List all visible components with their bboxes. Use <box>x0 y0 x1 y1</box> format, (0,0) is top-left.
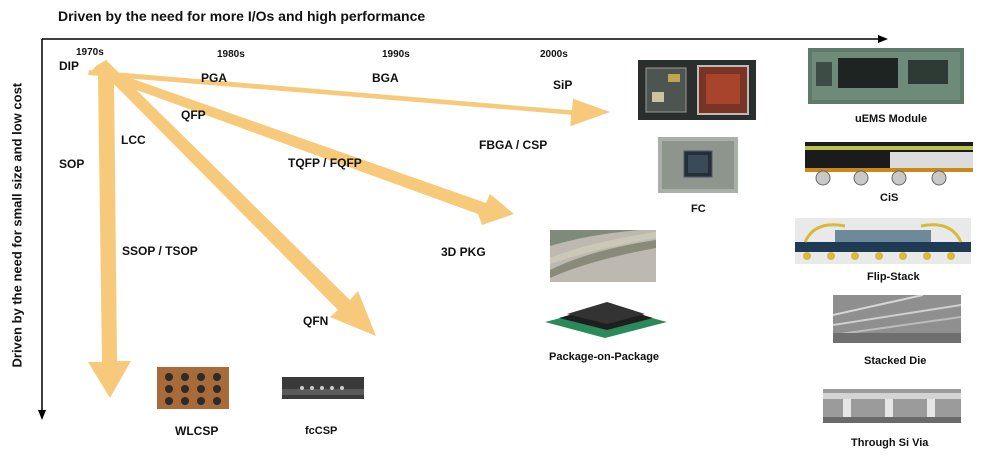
decade-2000s: 2000s <box>540 49 568 60</box>
label-fccsp: fcCSP <box>305 425 338 437</box>
pop-photo <box>545 302 667 338</box>
fccsp-photo <box>282 377 364 399</box>
horizontal-axis-arrowhead <box>878 35 888 43</box>
label-cis: CiS <box>880 192 899 204</box>
tsv-photo <box>823 389 961 423</box>
label-fbga: FBGA / CSP <box>479 138 548 152</box>
3d-pkg-photo <box>550 230 656 282</box>
label-pop: Package-on-Package <box>549 351 660 363</box>
label-flip-stack: Flip-Stack <box>867 271 920 283</box>
horizontal-axis-title: Driven by the need for more I/Os and hig… <box>58 8 426 24</box>
label-ssop: SSOP / TSOP <box>122 244 198 258</box>
label-3d-pkg: 3D PKG <box>441 245 486 259</box>
vertical-axis-arrowhead <box>38 410 46 420</box>
cis-photo <box>805 142 973 186</box>
arrow-to-qfn <box>96 60 376 336</box>
arrow-to-sip <box>88 70 610 127</box>
label-bga: BGA <box>372 71 399 85</box>
decade-1990s: 1990s <box>382 49 410 60</box>
label-qfn: QFN <box>303 314 329 328</box>
label-pga: PGA <box>201 71 228 85</box>
fc-photo <box>658 137 738 193</box>
label-wlcsp: WLCSP <box>175 424 219 438</box>
uems-photo <box>808 48 964 104</box>
stacked-die-photo <box>833 295 961 343</box>
label-fc: FC <box>691 203 706 215</box>
sip-photo <box>638 60 756 120</box>
wlcsp-photo <box>157 367 229 409</box>
label-qfp: QFP <box>181 108 206 122</box>
vertical-axis-title: Driven by the need for small size and lo… <box>9 82 25 368</box>
decade-1980s: 1980s <box>217 49 245 60</box>
arrow-to-wlcsp <box>88 75 131 398</box>
label-sip: SiP <box>553 78 573 92</box>
label-lcc: LCC <box>121 133 146 147</box>
label-dip: DIP <box>59 59 80 73</box>
flip-stack-photo <box>795 218 971 264</box>
label-stacked-die: Stacked Die <box>864 355 927 367</box>
label-tsv: Through Si Via <box>851 437 929 449</box>
label-sop: SOP <box>59 157 85 171</box>
label-uems: uEMS Module <box>855 113 928 125</box>
decade-1970s: 1970s <box>76 47 104 58</box>
label-tqfp: TQFP / FQFP <box>288 156 362 170</box>
arrow-to-3d-pkg <box>90 66 514 225</box>
